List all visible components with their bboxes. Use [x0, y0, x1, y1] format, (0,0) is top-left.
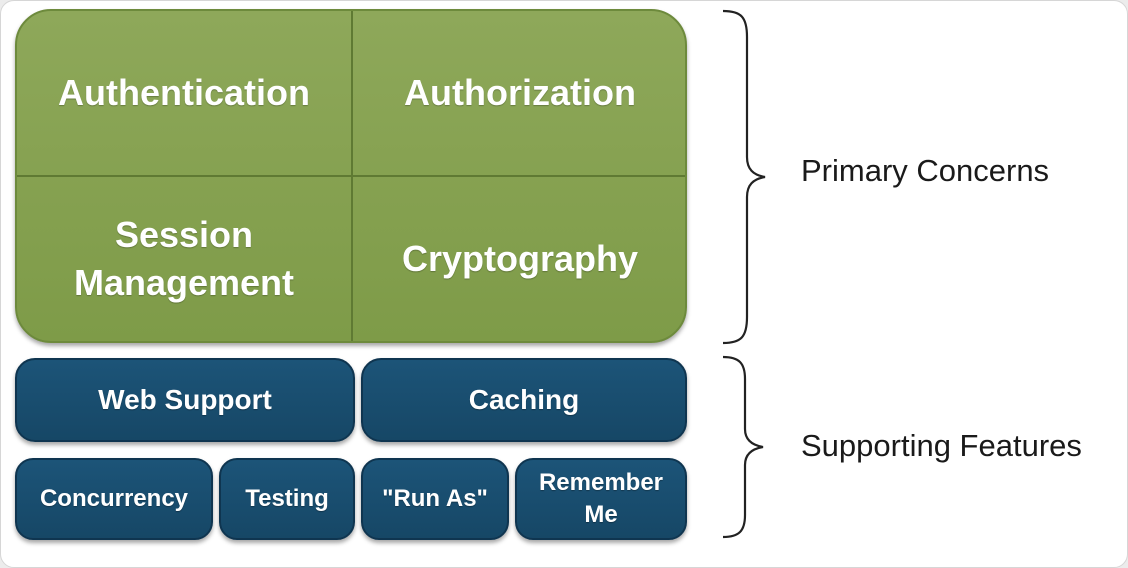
primary-concerns-label: Primary Concerns [801, 153, 1050, 188]
testing-label: Testing [245, 485, 329, 512]
run-as-label: "Run As" [382, 485, 488, 512]
remember-me-box: Remember Me [515, 458, 687, 540]
session-management-label: Session Management [74, 211, 294, 307]
authorization-cell: Authorization [353, 11, 685, 175]
primary-horizontal-divider [17, 175, 685, 177]
caching-box: Caching [361, 358, 687, 442]
session-line-2: Management [73, 262, 295, 303]
authentication-cell: Authentication [17, 11, 351, 175]
testing-box: Testing [219, 458, 355, 540]
web-support-label: Web Support [98, 384, 272, 415]
session-management-cell: Session Management [17, 177, 351, 341]
caching-label: Caching [468, 384, 580, 415]
primary-brace-icon [722, 9, 766, 345]
concurrency-box: Concurrency [15, 458, 213, 540]
authorization-label: Authorization [404, 72, 636, 113]
authentication-label: Authentication [58, 72, 310, 113]
run-as-box: "Run As" [361, 458, 509, 540]
cryptography-cell: Cryptography [353, 177, 685, 341]
remember-line-2: Me [584, 501, 618, 528]
primary-concerns-block: Authentication Authorization Session Man… [15, 9, 687, 343]
concurrency-label: Concurrency [39, 485, 189, 512]
supporting-features-label: Supporting Features [801, 428, 1082, 463]
cryptography-label: Cryptography [401, 238, 639, 279]
web-support-box: Web Support [15, 358, 355, 442]
remember-me-label: Remember Me [539, 467, 663, 531]
supporting-brace-icon [722, 355, 764, 539]
session-line-1: Session [114, 214, 254, 255]
remember-line-1: Remember [538, 469, 664, 496]
